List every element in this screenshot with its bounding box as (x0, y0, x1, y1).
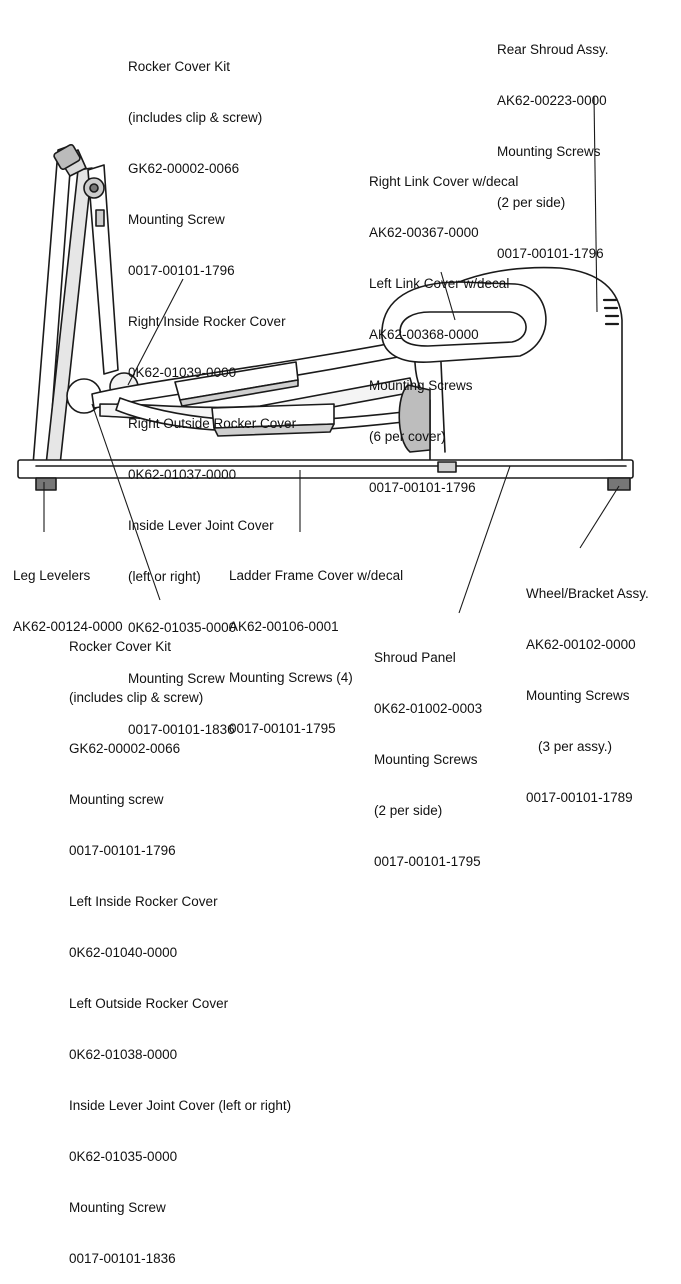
callout-ladder-frame: Ladder Frame Cover w/decal AK62-00106-00… (229, 533, 403, 754)
callout-line: Left Inside Rocker Cover (69, 894, 218, 909)
callout-line: Mounting Screws (526, 688, 630, 703)
callout-line: 0017-00101-1836 (128, 722, 235, 737)
callout-line: 0017-00101-1796 (369, 480, 476, 495)
leader-rear-shroud (593, 95, 598, 313)
callout-line: Right Outside Rocker Cover (128, 416, 297, 431)
callout-line: 0017-00101-1796 (69, 843, 176, 858)
leader-rocker-left (91, 403, 161, 601)
callout-line: AK62-00106-0001 (229, 619, 339, 634)
callout-line: (includes clip & screw) (128, 110, 263, 125)
callout-line: Mounting Screws (4) (229, 670, 353, 685)
link-cover (381, 281, 547, 363)
callout-line: (2 per side) (497, 195, 566, 210)
callout-line: GK62-00002-0066 (128, 161, 240, 176)
callout-line: 0K62-01040-0000 (69, 945, 178, 960)
callout-line: (2 per side) (374, 803, 443, 818)
callout-line: Mounting Screw (128, 671, 225, 686)
callout-line: 0K62-01037-0000 (128, 467, 237, 482)
callout-line: 0017-00101-1789 (526, 790, 633, 805)
callout-line: AK62-00367-0000 (369, 225, 479, 240)
callout-line: (6 per cover) (369, 429, 446, 444)
callout-line: (left or right) (128, 569, 201, 584)
callout-link-cover: Right Link Cover w/decal AK62-00367-0000… (369, 139, 518, 513)
callout-line: 0017-00101-1795 (229, 721, 336, 736)
callout-line: Rocker Cover Kit (128, 59, 231, 74)
callout-line: 0017-00101-1795 (374, 854, 481, 869)
callout-line: Rear Shroud Assy. (497, 42, 609, 57)
callout-line: Mounting Screw (128, 212, 225, 227)
callout-wheel-bracket: Wheel/Bracket Assy. AK62-00102-0000 Moun… (526, 551, 649, 823)
machine-drawing (17, 144, 634, 491)
ladder-frame (17, 459, 634, 491)
callout-line: Ladder Frame Cover w/decal (229, 568, 404, 583)
callout-line: 0K62-01039-0000 (128, 365, 237, 380)
callout-line: Wheel/Bracket Assy. (526, 586, 649, 601)
callout-line: 0017-00101-1836 (69, 1251, 176, 1266)
callout-line: 0K62-01035-0000 (69, 1149, 178, 1164)
callout-line: 0K62-01002-0003 (374, 701, 483, 716)
callout-line: Inside Lever Joint Cover (128, 518, 274, 533)
callout-line: Right Inside Rocker Cover (128, 314, 286, 329)
callout-line: Mounting Screws (369, 378, 473, 393)
callout-line: Mounting Screw (69, 1200, 166, 1215)
callout-line: Left Outside Rocker Cover (69, 996, 229, 1011)
callout-line: AK62-00223-0000 (497, 93, 607, 108)
callout-line: (includes clip & screw) (69, 690, 204, 705)
callout-line: AK62-00368-0000 (369, 327, 479, 342)
callout-line: Right Link Cover w/decal (369, 174, 519, 189)
callout-line: Left Link Cover w/decal (369, 276, 510, 291)
callout-rocker-cover-right: Rocker Cover Kit (includes clip & screw)… (128, 24, 296, 755)
leader-link-cover (440, 271, 456, 321)
leader-shroud-panel (458, 465, 511, 614)
callout-leg-levelers: Leg Levelers AK62-00124-0000 (13, 533, 123, 652)
callout-line: Mounting screw (69, 792, 164, 807)
callout-line: Shroud Panel (374, 650, 456, 665)
callout-line: 0017-00101-1796 (128, 263, 235, 278)
callout-line: 0K62-01038-0000 (69, 1047, 178, 1062)
elliptical-machine-diagram (17, 95, 634, 614)
callout-line: Inside Lever Joint Cover (left or right) (69, 1098, 292, 1113)
callout-rocker-cover-left: Rocker Cover Kit (includes clip & screw)… (69, 604, 291, 1284)
callout-line: Rocker Cover Kit (69, 639, 172, 654)
foot-pedals (174, 361, 335, 437)
leader-wheel (579, 485, 620, 549)
upright-frame (32, 144, 119, 466)
callout-line: Mounting Screws (497, 144, 601, 159)
callout-rear-shroud: Rear Shroud Assy. AK62-00223-0000 Mounti… (497, 7, 609, 279)
callout-line: AK62-00102-0000 (526, 637, 636, 652)
callout-shroud-panel: Shroud Panel 0K62-01002-0003 Mounting Sc… (374, 615, 482, 887)
callout-line: Leg Levelers (13, 568, 91, 583)
callout-line: 0017-00101-1796 (497, 246, 604, 261)
leader-lines (43, 95, 620, 614)
callout-line: GK62-00002-0066 (69, 741, 181, 756)
callout-line: (3 per assy.) (538, 739, 613, 754)
callout-line: Mounting Screws (374, 752, 478, 767)
leader-rocker-right (127, 278, 184, 386)
callout-line: AK62-00124-0000 (13, 619, 123, 634)
callout-line: 0K62-01035-0000 (128, 620, 237, 635)
